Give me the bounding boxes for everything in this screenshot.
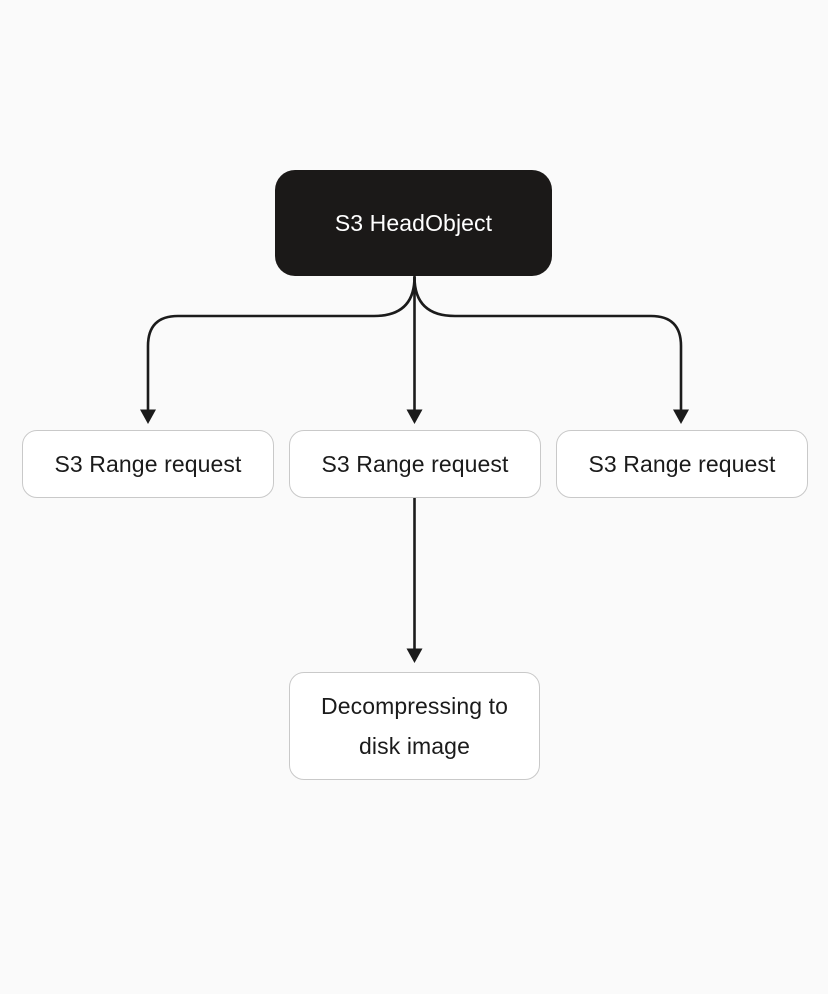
node-s3-range-request-3: S3 Range request [556,430,808,498]
node-s3-range-request-1: S3 Range request [22,430,274,498]
node-s3-headobject-label: S3 HeadObject [334,209,493,236]
arrowhead-middle-child [406,409,423,424]
arrowhead-leaf [406,648,423,663]
arrowhead-right-child [673,409,689,424]
edge-root-to-right [413,276,683,410]
node-decompressing-to-disk-image: Decompressing to disk image [289,672,540,780]
node-decompressing-to-disk-image-label: Decompressing to disk image [321,693,508,759]
edge-root-to-left [146,276,416,410]
node-s3-range-request-3-label: S3 Range request [588,450,776,477]
node-s3-range-request-2-label: S3 Range request [321,450,509,477]
arrowhead-left-child [140,409,156,424]
node-s3-range-request-2: S3 Range request [289,430,541,498]
node-s3-range-request-1-label: S3 Range request [54,450,242,477]
node-s3-headobject: S3 HeadObject [275,170,552,276]
